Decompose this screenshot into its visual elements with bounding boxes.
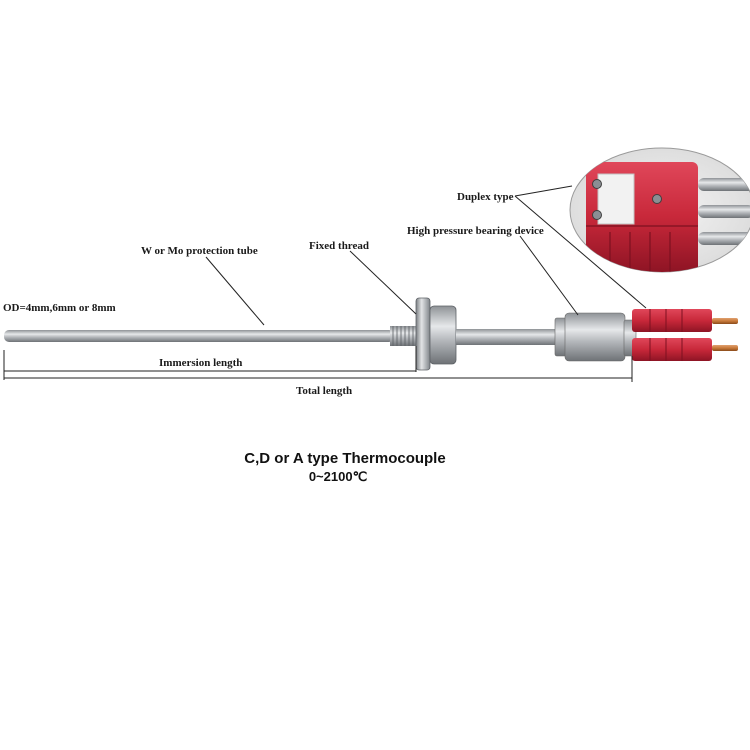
fixed-thread-fitting <box>390 297 457 371</box>
caption-title: C,D or A type Thermocouple <box>244 450 445 467</box>
connector-zoom-inset <box>569 147 750 273</box>
od-label: OD=4mm,6mm or 8mm <box>3 302 116 314</box>
total-length-label: Total length <box>296 385 352 397</box>
immersion-length-label: Immersion length <box>159 357 242 369</box>
high-pressure-label: High pressure bearing device <box>407 225 544 237</box>
duplex-type-label: Duplex type <box>457 191 514 203</box>
upper-tube <box>456 329 558 345</box>
protection-tube-label: W or Mo protection tube <box>141 245 258 257</box>
dimension-lines <box>3 346 633 382</box>
fixed-thread-label: Fixed thread <box>309 240 369 252</box>
caption-range: 0~2100℃ <box>309 469 367 484</box>
protection-tube <box>4 330 394 342</box>
pressure-bearing-device <box>554 312 637 362</box>
leader-lines <box>205 185 647 326</box>
duplex-connector <box>632 309 738 361</box>
